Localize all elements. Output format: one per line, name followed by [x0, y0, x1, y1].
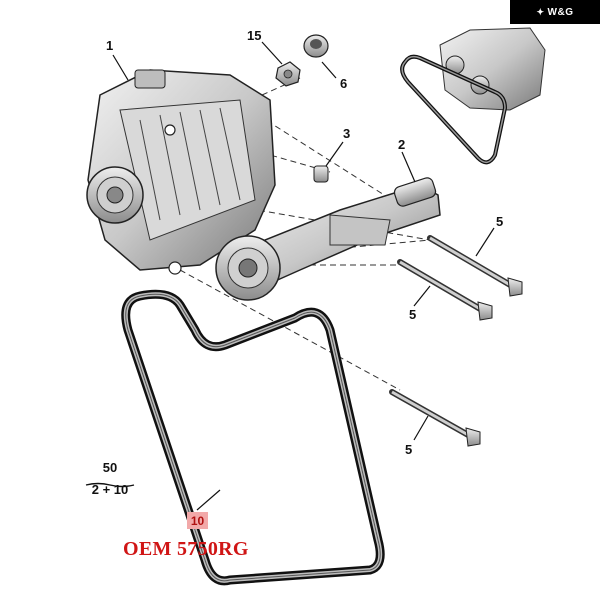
bolt-part — [397, 259, 493, 321]
callout-3: 3 — [343, 126, 351, 141]
brand-logo-icon: ✦ — [536, 6, 545, 17]
brand-label: W&G — [547, 6, 574, 18]
nut-part — [275, 61, 301, 87]
fraction-numerator: 50 — [102, 460, 118, 475]
callout-5-bottom: 5 — [405, 442, 413, 457]
callout-2: 2 — [398, 137, 406, 152]
highlighted-part-number: 10 — [187, 512, 208, 529]
tensioner-part — [215, 177, 441, 301]
alternator-part — [86, 69, 276, 275]
bolt-part — [389, 389, 481, 447]
callout-1: 1 — [106, 38, 114, 53]
fraction-denominator: 2 + 10 — [91, 482, 129, 497]
brand-badge: ✦ W&G — [510, 0, 600, 24]
callout-5-top: 5 — [496, 214, 504, 229]
quantity-fraction: 50 2 + 10 — [84, 460, 136, 498]
leader-lines — [112, 41, 495, 511]
guide-line — [199, 199, 431, 241]
cap-part — [303, 34, 329, 58]
callout-5-middle: 5 — [409, 307, 417, 322]
bolt-part — [427, 235, 523, 297]
fraction-bar — [84, 476, 136, 488]
guide-line — [179, 269, 401, 391]
oem-part-number: OEM 5750RG — [123, 538, 249, 560]
inset-engine-belt — [400, 27, 546, 165]
bushing-part — [313, 165, 329, 183]
callout-15: 15 — [247, 28, 262, 43]
callout-6: 6 — [340, 76, 348, 91]
